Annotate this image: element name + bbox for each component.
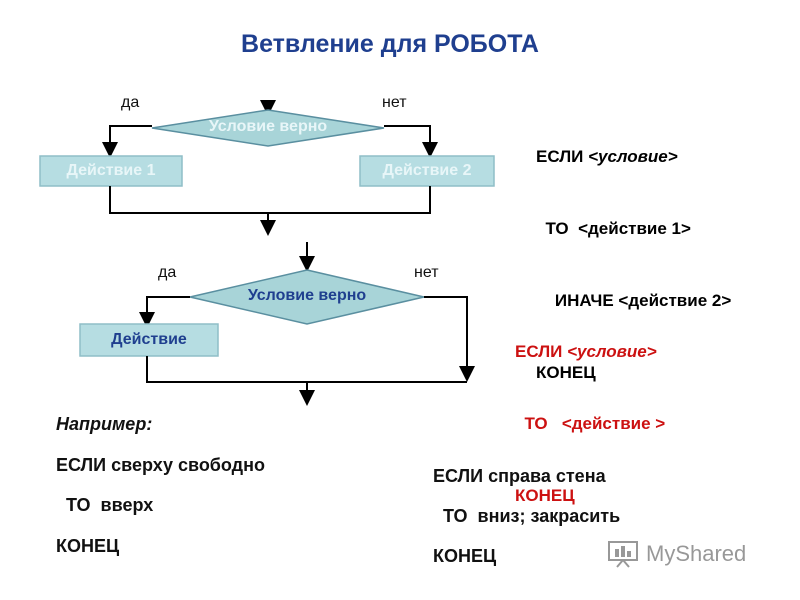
example1-line2: ТО вверх: [56, 495, 154, 515]
code-line-end: КОНЕЦ: [536, 363, 596, 382]
top-action1-text: Действие 1: [66, 162, 156, 179]
code-keyword: ЕСЛИ: [536, 147, 589, 166]
bottom-no-branch-line: [424, 296, 475, 382]
code-line-if: ЕСЛИ <условие>: [515, 340, 665, 364]
code-keyword: ЕСЛИ: [515, 342, 568, 361]
page-title: Ветвление для РОБОТА: [241, 30, 539, 58]
example1-line1: ЕСЛИ сверху свободно: [56, 455, 265, 475]
code-action: <действие 1>: [578, 219, 691, 238]
bottom-action-text: Действие: [111, 331, 187, 348]
top-no-label: нет: [382, 94, 407, 111]
example2-line1: ЕСЛИ справа стена: [433, 466, 606, 486]
code-line-else: ИНАЧЕ <действие 2>: [536, 289, 731, 313]
bottom-condition-diamond: [189, 269, 425, 325]
bottom-no-label: нет: [414, 264, 439, 281]
code-condition: <условие>: [588, 147, 678, 166]
bottom-yes-branch-line: [139, 296, 190, 328]
top-no-branch-line: [384, 125, 438, 158]
top-action2-text: Действие 2: [382, 162, 472, 179]
watermark-text: MyShared: [646, 541, 747, 566]
top-yes-branch-line: [102, 125, 152, 158]
code-condition: <условие>: [567, 342, 657, 361]
top-yes-label: да: [121, 94, 140, 111]
code-keyword: ТО: [515, 414, 562, 433]
code-line-then: ТО <действие >: [515, 412, 665, 436]
bottom-yes-label: да: [158, 264, 177, 281]
bottom-merge-line: [146, 356, 467, 383]
code-keyword: ИНАЧЕ: [536, 291, 619, 310]
example2-line3: КОНЕЦ: [433, 546, 497, 566]
code-line-then: ТО <действие 1>: [536, 217, 731, 241]
example2-line2: ТО вниз; закрасить: [433, 506, 621, 526]
bottom-action-box: [79, 323, 219, 357]
top-condition-text: Условие верно: [208, 118, 328, 135]
code-action: <действие 2>: [618, 291, 732, 310]
watermark: MyShared: [606, 536, 766, 572]
presentation-icon: [608, 541, 638, 568]
code-action: <действие >: [561, 414, 666, 433]
top-condition-diamond: [151, 109, 385, 147]
top-action2-box: [359, 155, 495, 187]
example-heading: Например:: [56, 414, 153, 434]
bottom-condition-text: Условие верно: [247, 287, 367, 304]
example1-line3: КОНЕЦ: [56, 536, 120, 556]
code-keyword: ТО: [536, 219, 579, 238]
full-branch-code: ЕСЛИ <условие> ТО <действие 1> ИНАЧЕ <де…: [536, 97, 731, 409]
short-branch-code: ЕСЛИ <условие> ТО <действие > КОНЕЦ: [515, 292, 665, 532]
code-line-end: КОНЕЦ: [515, 486, 575, 505]
top-merge-line: [109, 186, 431, 214]
code-line-if: ЕСЛИ <условие>: [536, 145, 731, 169]
